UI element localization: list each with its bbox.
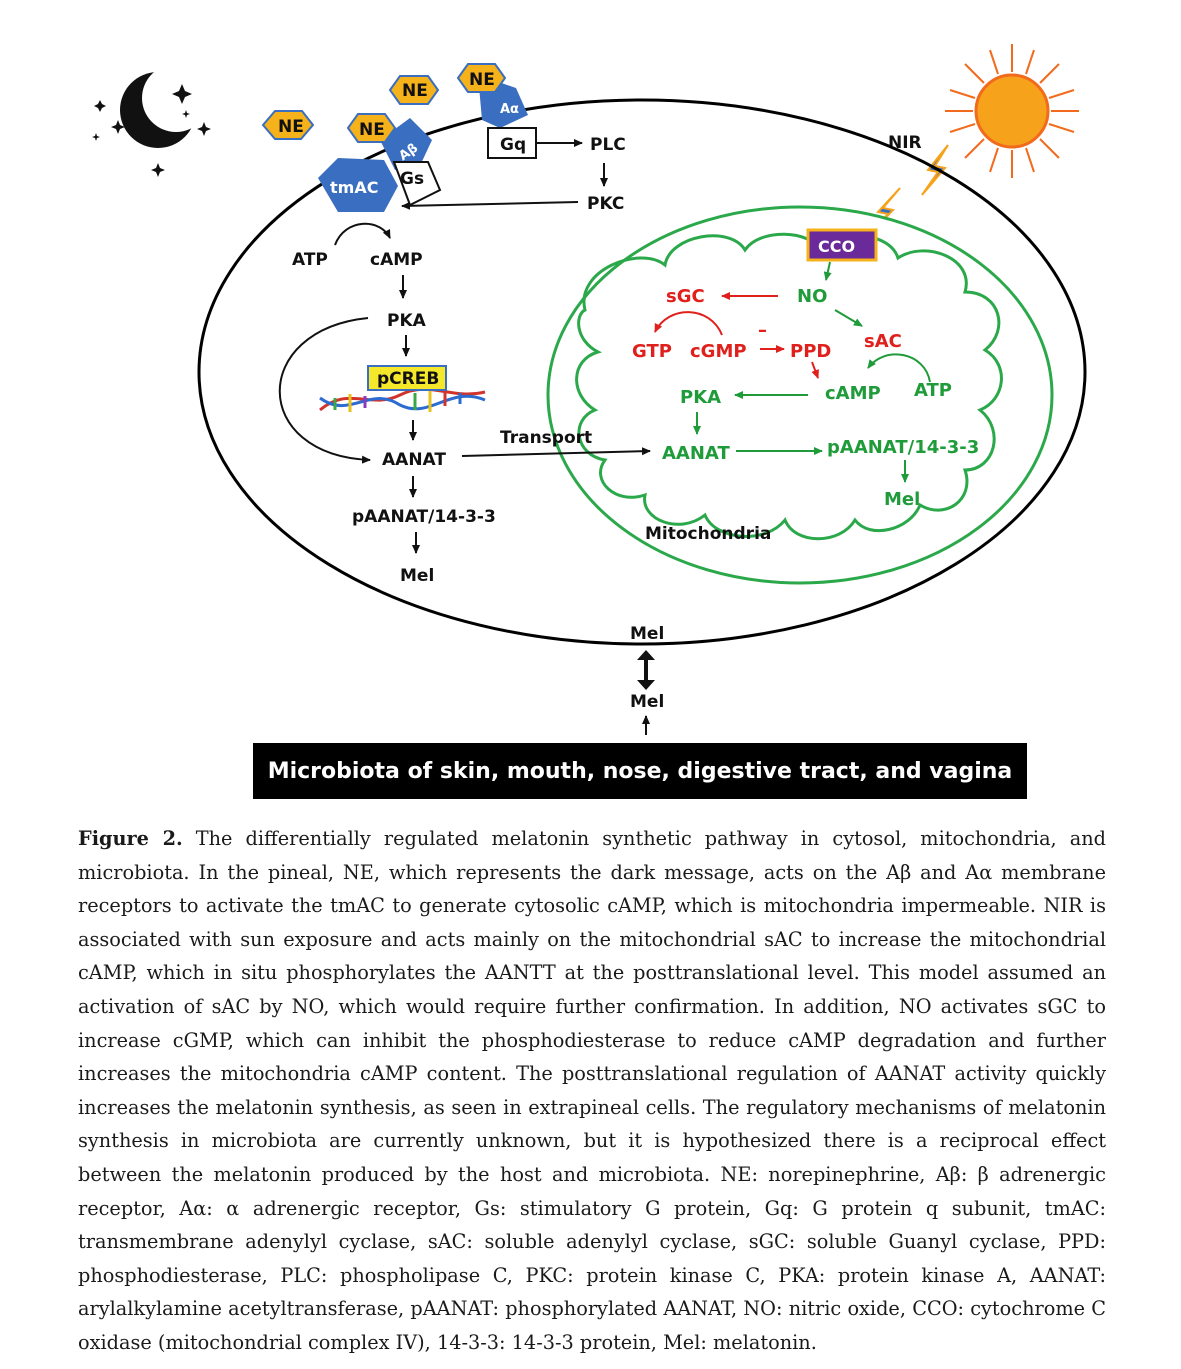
bidirectional-arrow bbox=[637, 650, 655, 690]
mel-microbiota-label: Mel bbox=[630, 692, 664, 712]
svg-text:Gs: Gs bbox=[400, 169, 424, 189]
aanat-label: AANAT bbox=[382, 450, 446, 470]
plc-label: PLC bbox=[590, 135, 626, 155]
gq-protein: Gq bbox=[487, 127, 537, 159]
mitochondria-label: Mitochondria bbox=[645, 524, 771, 544]
mito-camp-label: cAMP bbox=[825, 383, 881, 404]
svg-text:Gq: Gq bbox=[500, 135, 526, 155]
svg-text:NE: NE bbox=[359, 120, 385, 140]
gs-protein: Gs bbox=[392, 161, 442, 207]
mito-atp-label: ATP bbox=[914, 380, 952, 401]
cell-membrane bbox=[197, 98, 1087, 646]
atp-label: ATP bbox=[292, 250, 328, 270]
ne-badge: NE bbox=[261, 110, 315, 140]
ne-badge: NE bbox=[388, 75, 440, 105]
ne-badge: NE bbox=[346, 113, 397, 143]
nir-label: NIR bbox=[888, 133, 922, 153]
camp-label: cAMP bbox=[370, 250, 423, 270]
figure-caption: Figure 2. The differentially regulated m… bbox=[78, 822, 1106, 1360]
mito-pka-label: PKA bbox=[680, 387, 721, 408]
pcreb-box: pCREB bbox=[367, 365, 447, 391]
pka-label: PKA bbox=[387, 311, 427, 331]
no-label: NO bbox=[797, 286, 827, 307]
cco-box: CCO bbox=[806, 228, 878, 262]
ppd-label: PPD bbox=[790, 341, 831, 362]
mito-mel-label: Mel bbox=[884, 489, 920, 510]
svg-text:tmAC: tmAC bbox=[330, 178, 378, 197]
svg-text:Aα: Aα bbox=[500, 102, 519, 117]
svg-text:NE: NE bbox=[278, 117, 304, 137]
paanat-label: pAANAT/14-3-3 bbox=[352, 507, 496, 527]
moon-icon bbox=[120, 64, 210, 148]
cgmp-label: cGMP bbox=[690, 341, 747, 362]
microbiota-banner: Microbiota of skin, mouth, nose, digesti… bbox=[253, 743, 1027, 799]
sac-label: sAC bbox=[864, 331, 902, 352]
sun-icon bbox=[945, 44, 1079, 178]
sgc-label: sGC bbox=[666, 286, 705, 307]
pkc-label: PKC bbox=[587, 194, 624, 214]
svg-text:CCO: CCO bbox=[818, 237, 855, 256]
mito-paanat-label: pAANAT/14-3-3 bbox=[827, 437, 979, 458]
svg-text:NE: NE bbox=[469, 70, 495, 90]
mel-membrane-label: Mel bbox=[630, 624, 664, 644]
inhibit-symbol: – bbox=[758, 320, 767, 341]
svg-text:NE: NE bbox=[402, 81, 428, 101]
caption-text: The differentially regulated melatonin s… bbox=[78, 827, 1106, 1354]
mito-aanat-label: AANAT bbox=[662, 443, 730, 464]
ne-badge: NE bbox=[456, 63, 507, 93]
transport-label: Transport bbox=[500, 428, 592, 448]
star-icon bbox=[92, 84, 211, 177]
dna-icon bbox=[319, 387, 486, 412]
pathway-diagram: NIR NE NE Aβ NE Gs tmAC Aα NE G bbox=[92, 44, 1087, 735]
figure-label: Figure 2. bbox=[78, 827, 183, 850]
mitochondria-cristae bbox=[575, 232, 1003, 541]
tmac-enzyme: tmAC bbox=[318, 158, 398, 212]
mel-label: Mel bbox=[400, 566, 434, 586]
gtp-label: GTP bbox=[632, 341, 672, 362]
svg-text:pCREB: pCREB bbox=[377, 369, 439, 389]
